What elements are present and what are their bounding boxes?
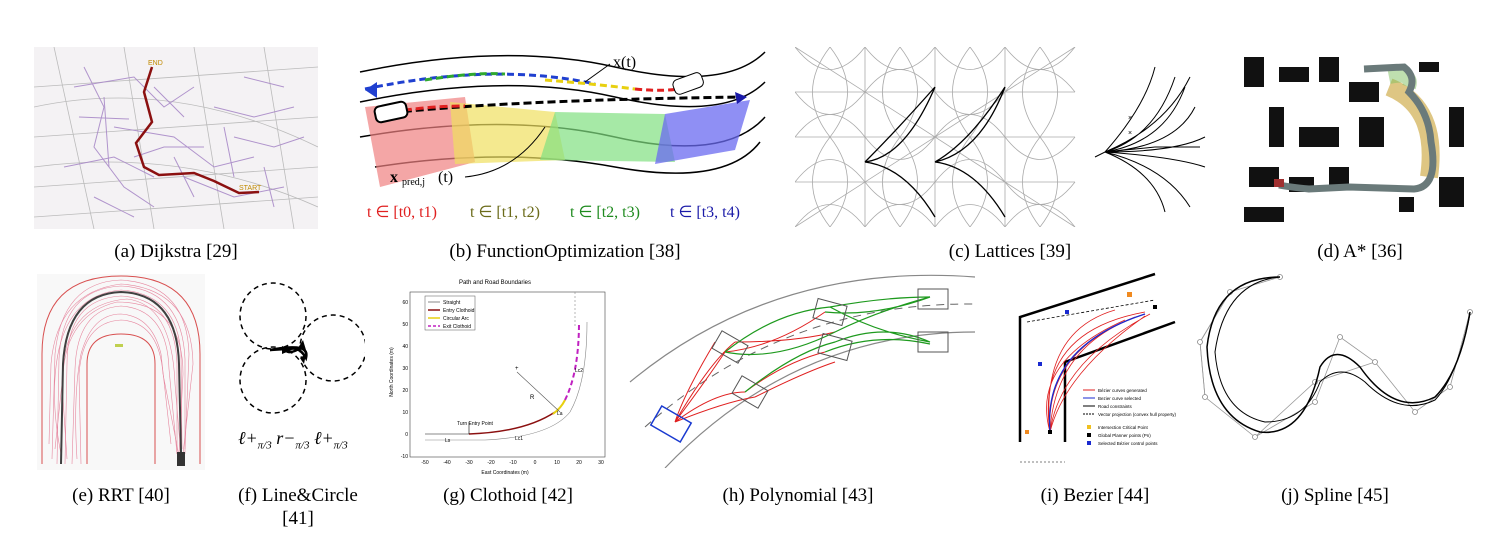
word-formula: ℓ+π/3 r−π/3 ℓ+π/3 — [238, 428, 348, 452]
polynomial-figure — [629, 274, 976, 468]
interval-4: t ∈ [t3, t4) — [670, 204, 740, 221]
motion-primitives — [1094, 66, 1206, 213]
clothoid-xlabel: East Coordinates (m) — [481, 470, 529, 476]
dijkstra-path — [134, 66, 260, 195]
xpred-arg: (t) — [438, 169, 453, 186]
car-icon — [672, 72, 704, 95]
formula-r: r− — [276, 428, 296, 448]
svg-text:×: × — [1128, 115, 1132, 122]
legend-bezier-generated: Bézier curves generated — [1098, 388, 1147, 393]
formula-l2: ℓ+ — [313, 428, 334, 448]
caption-c: (c) Lattices [39] — [948, 241, 1072, 262]
panel-clothoid: Path and Road Boundaries North Coordinat… — [385, 272, 610, 477]
legend-bezier-selected: Bezier curve selected — [1098, 396, 1142, 401]
clothoid-ylabel: North Coordinates (m) — [389, 347, 395, 397]
legend-exit-clothoid: Exit Clothoid — [443, 324, 471, 330]
astar-map-figure — [1239, 47, 1471, 229]
interval-2: t ∈ [t1, t2) — [470, 204, 540, 221]
panel-spline — [1195, 272, 1480, 472]
xtick: -10 — [509, 460, 516, 466]
lc2-label: Lc2 — [575, 368, 583, 374]
caption-g: (g) Clothoid [42] — [443, 485, 573, 506]
x-label: x(t) — [613, 54, 636, 71]
caption-d: (d) A* [36] — [1317, 241, 1403, 262]
interval-3: t ∈ [t2, t3) — [570, 204, 640, 221]
ytick: -10 — [401, 454, 408, 460]
panel-function-optimization: x(t) x pred,j (t) t ∈ [t0, t1) t ∈ [t1, … — [355, 42, 767, 232]
caption-f-line1: (f) Line&Circle — [238, 485, 358, 506]
xpred-sub: pred,j — [402, 177, 425, 188]
la-label: La — [557, 411, 563, 417]
astar-path — [1278, 63, 1437, 193]
function-optimization-figure: x(t) x pred,j (t) t ∈ [t0, t1) t ∈ [t1, … — [359, 51, 766, 221]
xtick: 10 — [554, 460, 560, 466]
legend-selected-control: Selected Bézier control points — [1098, 441, 1158, 446]
panel-rrt — [37, 274, 205, 470]
xtick: -50 — [421, 460, 428, 466]
xtick: -40 — [443, 460, 450, 466]
xtick: 30 — [598, 460, 604, 466]
panel-astar — [1239, 47, 1471, 229]
caption-f-line2: [41] — [282, 508, 314, 529]
vehicle-icon — [177, 452, 185, 466]
xtick: -20 — [487, 460, 494, 466]
lattice-figure: × × — [795, 47, 1206, 227]
svg-text:×: × — [1128, 130, 1132, 137]
formula-s1: π/3 — [257, 439, 272, 452]
legend-entry-clothoid: Entry Clothoid — [443, 308, 475, 314]
formula-s2: π/3 — [295, 439, 310, 452]
spline-figure — [1197, 274, 1473, 440]
formula-s3: π/3 — [333, 439, 348, 452]
clothoid-chart: Path and Road Boundaries North Coordinat… — [389, 280, 606, 476]
caption-h: (h) Polynomial [43] — [722, 485, 874, 506]
r-label: R — [530, 395, 535, 401]
ls-label: Ls — [445, 438, 451, 444]
ytick: 40 — [402, 344, 408, 350]
bezier-figure: Bézier curves generated Bezier curve sel… — [1018, 272, 1177, 463]
xpred-label: x — [390, 169, 398, 186]
ego-vehicle-icon — [649, 404, 693, 444]
xtick: 0 — [534, 460, 537, 466]
legend-intersection: Intersection Critical Point — [1098, 425, 1149, 430]
xtick: 20 — [576, 460, 582, 466]
caption-e: (e) RRT [40] — [72, 485, 170, 506]
xtick: -30 — [465, 460, 472, 466]
ytick: 10 — [402, 410, 408, 416]
vehicle-boxes — [711, 288, 949, 409]
dijkstra-map-figure: END START — [34, 47, 318, 229]
legend-vector-projection: Vector projection (convex hull property) — [1098, 412, 1177, 417]
panel-bezier: Bézier curves generated Bezier curve sel… — [1005, 272, 1185, 472]
ytick: 60 — [402, 300, 408, 306]
lattice-grid — [795, 47, 1076, 227]
panel-dijkstra: END START — [34, 47, 318, 229]
caption-a: (a) Dijkstra [29] — [114, 241, 238, 262]
caption-b: (b) FunctionOptimization [38] — [449, 241, 681, 262]
panel-lattices: × × — [795, 47, 1225, 227]
legend-straight: Straight — [443, 300, 461, 306]
ytick: 20 — [402, 388, 408, 394]
svg-text:+: + — [515, 366, 519, 372]
legend-global-planner: Global Planner points (Pn) — [1098, 433, 1151, 438]
panel-line-circle: ℓ+π/3 r−π/3 ℓ+π/3 — [230, 280, 365, 470]
ytick: 0 — [405, 432, 408, 438]
rrt-figure — [37, 274, 205, 470]
turn-entry-label: Turn Entry Point — [457, 421, 494, 427]
lc1-label: Lc1 — [515, 436, 523, 442]
clothoid-title: Path and Road Boundaries — [459, 280, 531, 286]
caption-j: (j) Spline [45] — [1281, 485, 1389, 506]
start-label: START — [239, 185, 262, 192]
interval-1: t ∈ [t0, t1) — [367, 204, 437, 221]
ytick: 50 — [402, 322, 408, 328]
ytick: 30 — [402, 366, 408, 372]
legend-circular-arc: Circular Arc — [443, 316, 469, 322]
line-circle-figure — [239, 282, 365, 414]
caption-i: (i) Bezier [44] — [1040, 485, 1150, 506]
legend-road-constraints: Road constraints — [1098, 404, 1133, 409]
ego-car-icon — [373, 100, 409, 124]
panel-polynomial — [625, 272, 980, 468]
formula-l1: ℓ+ — [238, 428, 258, 448]
end-label: END — [148, 60, 163, 67]
